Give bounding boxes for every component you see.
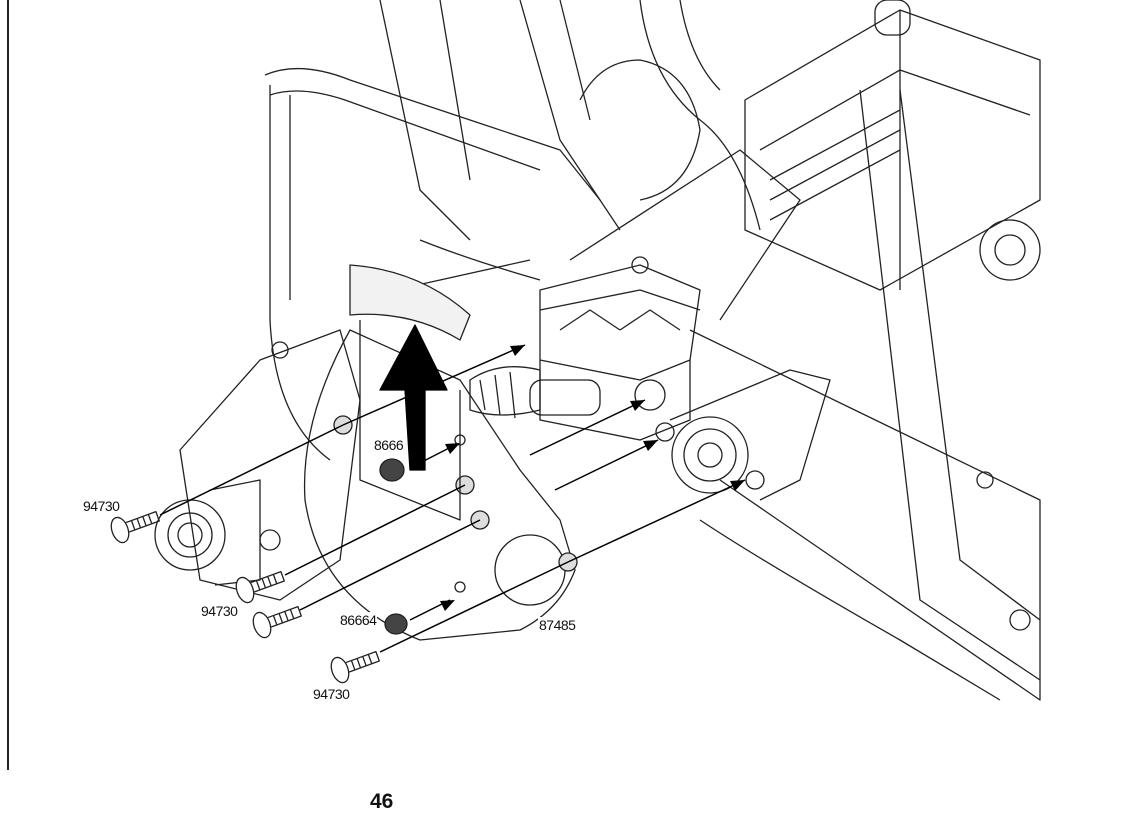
suspension-arm	[689, 89, 1041, 701]
part-label-screw: 94730	[200, 603, 239, 619]
assembly-illustration	[110, 0, 1041, 701]
part-label-plug: 86664	[339, 612, 378, 628]
plug-86664	[379, 458, 408, 635]
cover-flap	[349, 264, 471, 521]
remove-direction-arrow	[379, 324, 448, 471]
part-label-plate: 87485	[538, 617, 577, 633]
cv-boot	[469, 366, 541, 419]
part-label-plug: 8666	[373, 437, 405, 453]
bearing-carrier	[655, 369, 831, 501]
chassis-frame	[264, 0, 801, 461]
engine-block	[744, 0, 1041, 291]
screws-94730	[110, 510, 380, 684]
center-block	[529, 256, 701, 441]
arrowheads	[440, 345, 745, 611]
part-label-screw: 94730	[312, 686, 351, 702]
assembly-lines	[159, 344, 746, 653]
part-label-screw: 94730	[82, 498, 121, 514]
gearbox	[154, 329, 361, 601]
page-margin-rule	[7, 0, 9, 770]
page-number: 46	[370, 790, 394, 813]
